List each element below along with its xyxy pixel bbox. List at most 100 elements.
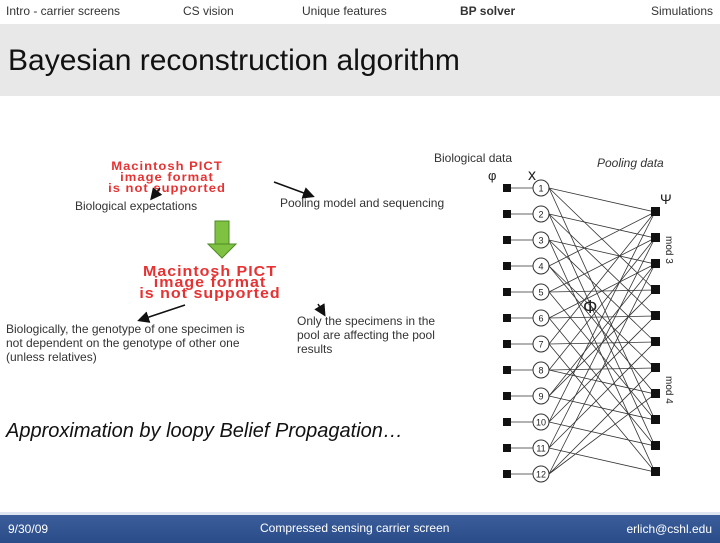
specimen-node (532, 257, 550, 275)
footer-bar (0, 512, 720, 543)
graph-edge (548, 211, 656, 345)
specimen-label: 12 (536, 470, 546, 480)
specimen-node (532, 361, 550, 379)
unsupported-image-top: Macintosh PICT image format is not suppo… (52, 158, 282, 198)
phi-factor-node (503, 236, 511, 244)
nav-item-bp-solver[interactable]: BP solver (460, 4, 516, 18)
graph-edge (548, 237, 656, 449)
specimen-label: 6 (538, 314, 543, 324)
x-symbol: x (528, 167, 536, 184)
phi-factor-nodes (503, 184, 511, 478)
nav-item-simulations[interactable]: Simulations (651, 4, 714, 18)
bio-expectations-label: Biological expectations (75, 199, 198, 213)
specimen-label: 3 (538, 236, 543, 246)
graph-edge (548, 237, 656, 371)
specimen-node (532, 413, 550, 431)
specimen-label: 1 (538, 184, 543, 194)
phi-factor-node (503, 418, 511, 426)
psi-factor-node (651, 415, 660, 424)
phi-factor-node (503, 262, 511, 270)
specimen-node (532, 205, 550, 223)
psi-factor-node (651, 285, 660, 294)
graph-edge (548, 395, 656, 421)
graph-edge (548, 187, 656, 213)
arrow-to-pooling-model (273, 181, 315, 199)
psi-factor-node (651, 233, 660, 242)
green-down-arrow (206, 220, 238, 259)
specimen-node (532, 179, 550, 197)
graph-edge (548, 213, 656, 239)
graph-edge (548, 341, 656, 449)
phi-factor-node (503, 340, 511, 348)
specimen-label: 2 (538, 210, 543, 220)
pict-line-3: is not supported (108, 180, 226, 195)
psi-factor-node (651, 389, 660, 398)
nav-item-intro[interactable]: Intro - carrier screens (6, 4, 121, 18)
phi-factor-node (503, 314, 511, 322)
pict-line-2b: image format (153, 274, 267, 291)
mod3-label: mod 3 (663, 236, 674, 264)
graph-edge (548, 263, 656, 319)
phi-factor-node (503, 366, 511, 374)
specimen-node (532, 439, 550, 457)
graph-edge (548, 211, 656, 267)
graph-edge (548, 393, 656, 475)
psi-factor-node (651, 363, 660, 372)
specimen-node (532, 465, 550, 483)
psi-symbol: Ψ (660, 191, 672, 207)
slide-title: Bayesian reconstruction algorithm (8, 44, 460, 77)
pooling-data-label: Pooling data (597, 156, 664, 170)
pict-line-2: image format (120, 169, 214, 184)
specimen-node (532, 283, 550, 301)
mod4-label: mod 4 (663, 376, 674, 404)
biological-data-label: Biological data (434, 151, 513, 165)
graph-edge (548, 211, 656, 423)
specimen-label: 9 (538, 392, 543, 402)
bio-expectations-description: Biologically, the genotype of one specim… (6, 322, 245, 364)
graph-edge (548, 367, 656, 475)
phi-factor-node (503, 392, 511, 400)
psi-factor-node (651, 207, 660, 216)
approximation-text: Approximation by loopy Belief Propagatio… (6, 420, 403, 442)
specimen-node (532, 335, 550, 353)
arrow-to-expectations (150, 187, 163, 201)
psi-factor-nodes (651, 207, 660, 476)
graph-edge (548, 263, 656, 397)
psi-factor-node (651, 467, 660, 476)
specimens-description: Only the specimens in the pool are affec… (297, 314, 436, 356)
specimen-label: 4 (538, 262, 543, 272)
graph-edge (548, 447, 656, 473)
specimen-label: 11 (536, 444, 545, 454)
psi-factor-node (651, 441, 660, 450)
phi-symbol: φ (488, 168, 496, 183)
specimen-node (532, 387, 550, 405)
specimen-node (532, 309, 550, 327)
footer-email[interactable]: erlich@cshl.edu (626, 522, 712, 536)
phi-factor-node (503, 470, 511, 478)
specimen-label: 10 (536, 418, 546, 428)
psi-factor-node (651, 259, 660, 268)
arrow-to-specimens-desc (314, 303, 326, 317)
psi-factor-node (651, 337, 660, 346)
pooling-model-label: Pooling model and sequencing (280, 196, 445, 210)
factor-graph-edges (511, 187, 656, 475)
nav-item-cs-vision[interactable]: CS vision (183, 4, 234, 18)
specimen-label: 7 (538, 340, 543, 350)
footer-date: 9/30/09 (8, 522, 49, 536)
arrow-to-bio-desc (137, 304, 186, 323)
psi-factor-node (651, 311, 660, 320)
footer-title: Compressed sensing carrier screen (260, 521, 450, 535)
title-band (0, 24, 720, 96)
unsupported-image-middle: Macintosh PICT image format is not suppo… (50, 263, 370, 301)
top-navigation: Intro - carrier screens CS vision Unique… (0, 0, 720, 24)
pict-line-1b: Macintosh PICT (142, 263, 277, 280)
nav-item-unique-features[interactable]: Unique features (302, 4, 387, 18)
specimen-label: 8 (538, 366, 543, 376)
phi-factor-node (503, 210, 511, 218)
phi-factor-node (503, 184, 511, 192)
phi-factor-node (503, 288, 511, 296)
big-phi-symbol: Φ (583, 297, 597, 317)
